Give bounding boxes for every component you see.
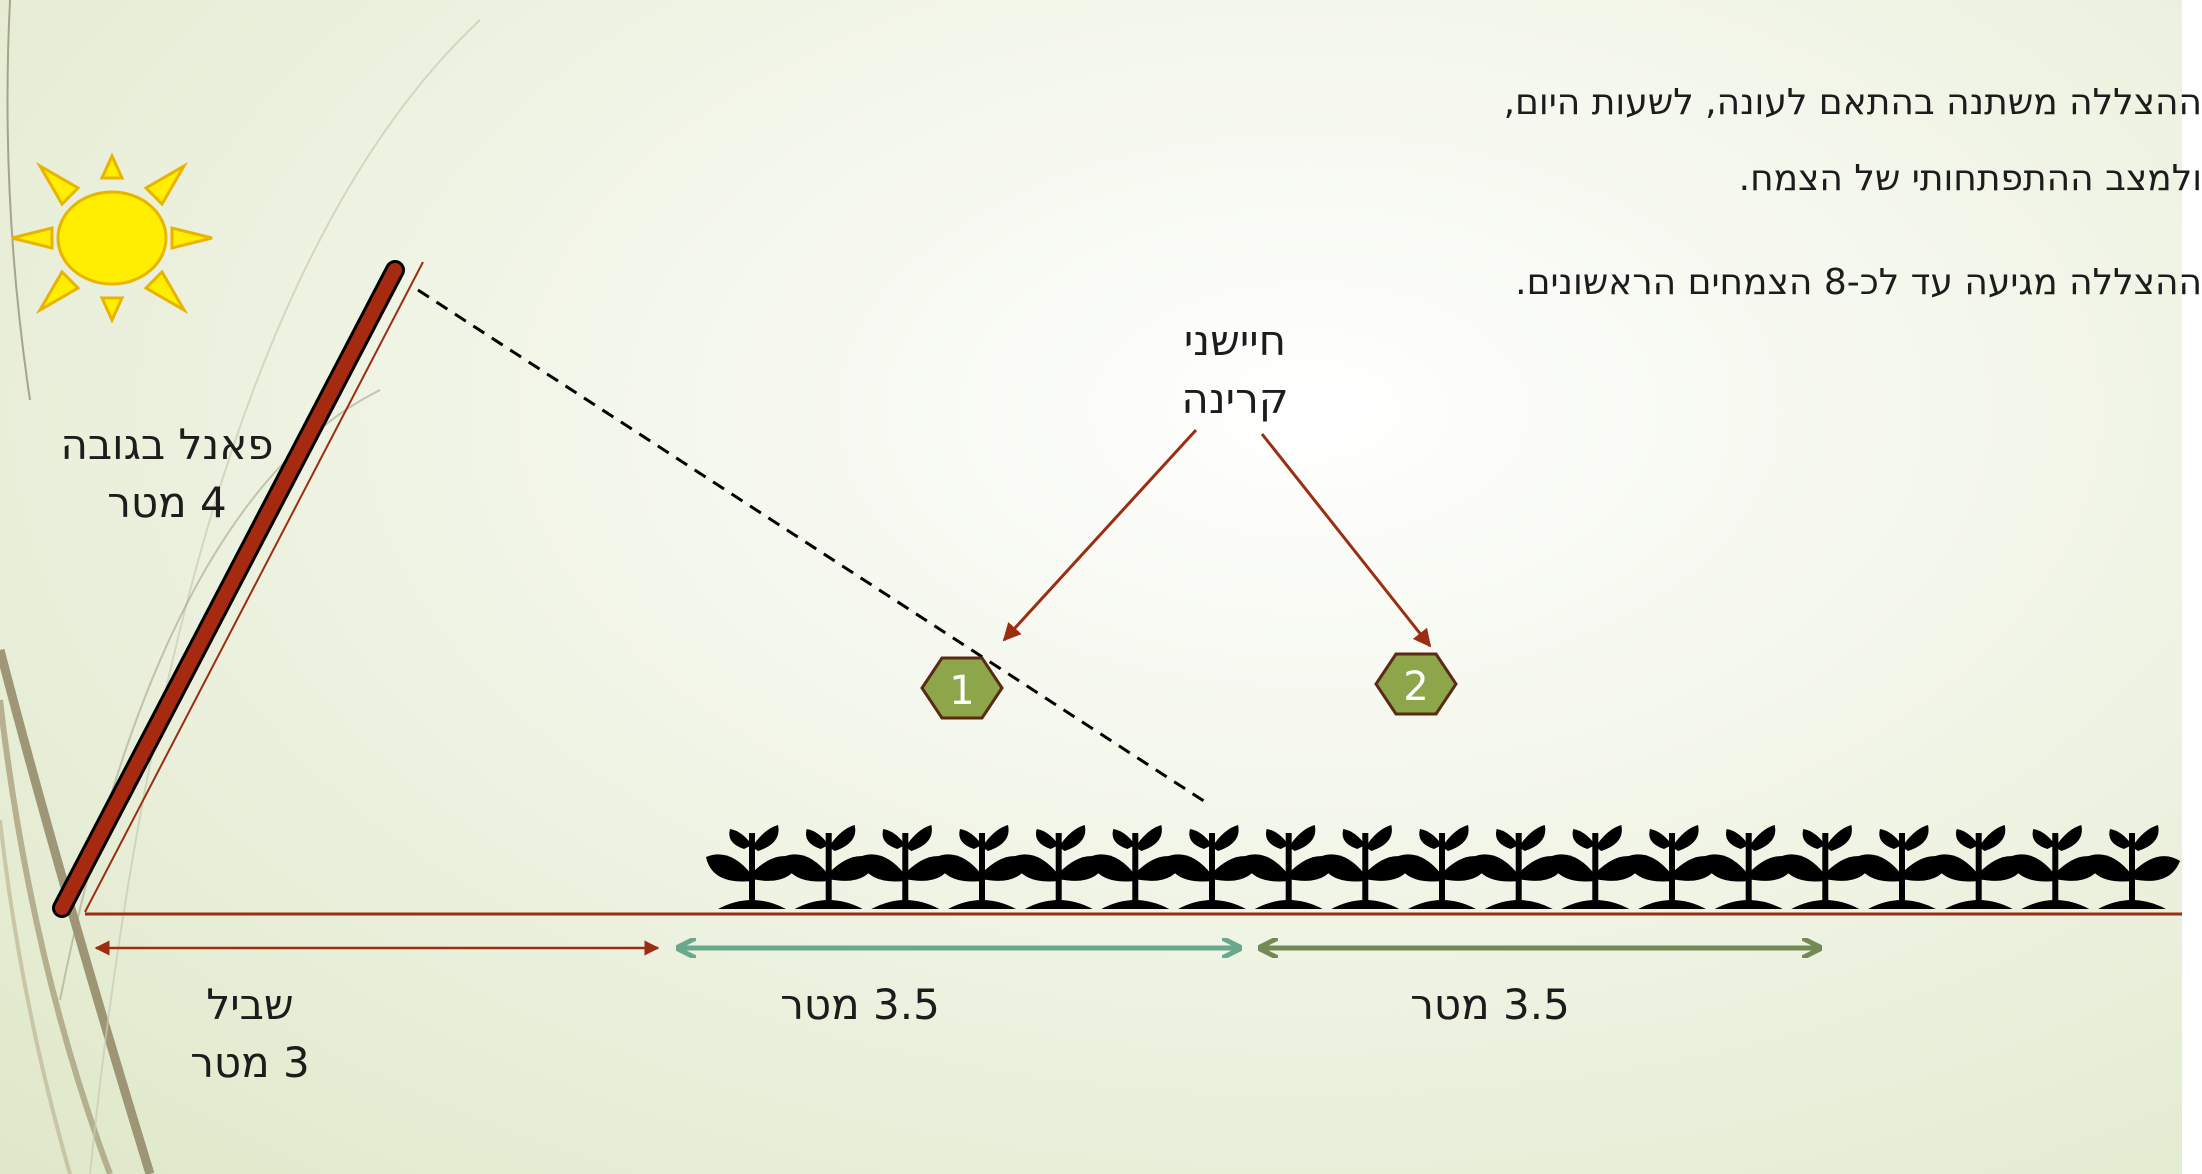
plant-icon <box>1703 825 1797 909</box>
span2-label: 3.5 מטר <box>1410 980 1570 1029</box>
span1-label: 3.5 מטר <box>780 980 940 1029</box>
panel-height-line <box>84 261 424 913</box>
sun-icon <box>11 152 213 324</box>
plant-icon <box>1166 825 1260 909</box>
path-label: שביל 3 מטר <box>170 976 330 1092</box>
sensors-label: חיישני קרינה <box>1150 312 1320 428</box>
panel-label-line-1: פאנל בגובה <box>60 420 274 469</box>
sensor-1-number: 1 <box>949 668 974 714</box>
note-line-1: ההצללה משתנה בהתאם לעונה, לשעות היום, <box>1503 82 2202 123</box>
plant-icon <box>1933 825 2027 909</box>
plant-icon <box>859 825 953 909</box>
plant-icon <box>2009 825 2103 909</box>
path-label-line-1: שביל <box>206 980 294 1029</box>
sensors-label-line-2: קרינה <box>1181 374 1289 423</box>
plant-icon <box>1856 825 1950 909</box>
plant-icon <box>1013 825 1107 909</box>
plant-icon <box>1779 825 1873 909</box>
plant-icon <box>1319 825 1413 909</box>
sensor1-pointer <box>1002 428 1198 642</box>
plant-icon <box>1626 825 1720 909</box>
note-line-3: ההצללה מגיעה עד לכ-8 הצמחים הראשונים. <box>1515 262 2202 303</box>
shade-line <box>417 288 1211 807</box>
plant-icon <box>936 825 1030 909</box>
panel-label: פאנל בגובה 4 מטר <box>52 416 282 532</box>
plant-icon <box>1243 825 1337 909</box>
sensors-label-line-1: חיישני <box>1183 316 1287 365</box>
path-label-line-2: 3 מטר <box>190 1038 310 1087</box>
sensor-1-badge <box>920 656 1004 720</box>
plant-icon <box>1089 825 1183 909</box>
note-line-2: ולמצב ההתפתחותי של הצמח. <box>1738 158 2202 199</box>
plant-icon <box>1549 825 1643 909</box>
sensor2-pointer <box>1260 433 1432 648</box>
plant-icon <box>706 825 800 909</box>
plant-icon <box>1473 825 1567 909</box>
plant-row <box>706 825 2180 909</box>
plant-icon <box>783 825 877 909</box>
sensor-2-badge <box>1374 652 1458 716</box>
plant-icon <box>1396 825 1490 909</box>
decorative-swooshes <box>0 0 481 1174</box>
plant-icon <box>2086 825 2180 909</box>
sensor-2-number: 2 <box>1403 664 1428 710</box>
panel-label-line-2: 4 מטר <box>107 478 227 527</box>
